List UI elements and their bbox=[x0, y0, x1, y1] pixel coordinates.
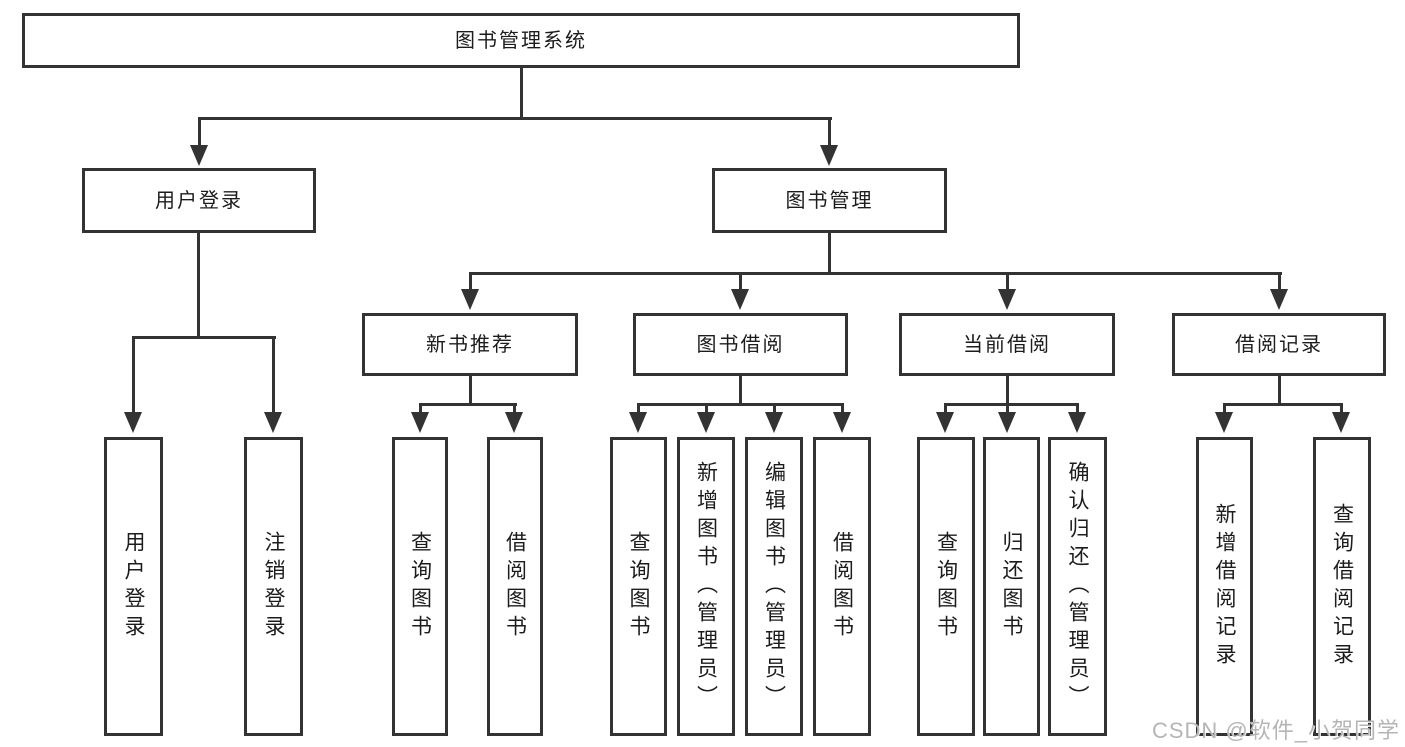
connector-line bbox=[841, 403, 844, 415]
connector-line bbox=[773, 403, 776, 415]
connector-line bbox=[944, 403, 947, 415]
connector-line bbox=[637, 403, 640, 415]
connector-line bbox=[828, 117, 831, 150]
connector-line bbox=[1223, 403, 1226, 415]
leaf-record-query: 查询借阅记录 bbox=[1313, 437, 1371, 736]
connector-line bbox=[272, 336, 275, 415]
leaf-borrow-book: 借阅图书 bbox=[813, 437, 871, 736]
leaf-newbook-query: 查询图书 bbox=[392, 437, 448, 736]
node-book-borrow: 图书借阅 bbox=[633, 313, 848, 376]
connector-line bbox=[419, 403, 517, 406]
arrowhead-down-icon bbox=[697, 412, 715, 433]
arrowhead-down-icon bbox=[461, 289, 479, 310]
node-current-borrow: 当前借阅 bbox=[899, 313, 1115, 376]
connector-line bbox=[705, 403, 708, 415]
node-root: 图书管理系统 bbox=[22, 13, 1020, 68]
connector-line bbox=[1223, 403, 1343, 406]
node-user-login: 用户登录 bbox=[82, 168, 316, 233]
leaf-user-login: 用户登录 bbox=[104, 437, 163, 736]
node-new-book-recommend: 新书推荐 bbox=[362, 313, 578, 376]
connector-line bbox=[1006, 272, 1009, 292]
connector-line bbox=[197, 232, 200, 337]
arrowhead-down-icon bbox=[1332, 412, 1350, 433]
arrowhead-down-icon bbox=[190, 145, 208, 166]
connector-line bbox=[198, 117, 832, 120]
connector-line bbox=[1278, 375, 1281, 405]
connector-line bbox=[469, 272, 1282, 275]
connector-line bbox=[132, 336, 276, 339]
connector-line bbox=[739, 375, 742, 405]
connector-line bbox=[513, 403, 516, 415]
connector-line bbox=[1340, 403, 1343, 415]
csdn-watermark: CSDN @软件_小贺同学 bbox=[1151, 718, 1400, 743]
arrowhead-down-icon bbox=[936, 412, 954, 433]
connector-line bbox=[1278, 272, 1281, 292]
connector-line bbox=[1006, 403, 1009, 415]
arrowhead-down-icon bbox=[765, 412, 783, 433]
arrowhead-down-icon bbox=[998, 289, 1016, 310]
connector-line bbox=[469, 375, 472, 405]
arrowhead-down-icon bbox=[629, 412, 647, 433]
arrowhead-down-icon bbox=[1215, 412, 1233, 433]
leaf-current-return: 归还图书 bbox=[983, 437, 1040, 736]
connector-line bbox=[132, 336, 135, 415]
connector-line bbox=[944, 403, 1079, 406]
arrowhead-down-icon bbox=[820, 145, 838, 166]
leaf-newbook-borrow: 借阅图书 bbox=[487, 437, 543, 736]
leaf-borrow-query: 查询图书 bbox=[610, 437, 667, 736]
arrowhead-down-icon bbox=[731, 289, 749, 310]
node-book-management: 图书管理 bbox=[712, 168, 947, 233]
leaf-borrow-edit-admin: 编辑图书（管理员） bbox=[745, 437, 803, 736]
node-borrow-records: 借阅记录 bbox=[1172, 313, 1386, 376]
arrowhead-down-icon bbox=[124, 412, 142, 433]
arrowhead-down-icon bbox=[833, 412, 851, 433]
connector-line bbox=[419, 403, 422, 415]
connector-line bbox=[637, 403, 844, 406]
connector-line bbox=[198, 117, 201, 150]
arrowhead-down-icon bbox=[505, 412, 523, 433]
leaf-current-query: 查询图书 bbox=[917, 437, 975, 736]
connector-line bbox=[1006, 375, 1009, 405]
arrowhead-down-icon bbox=[411, 412, 429, 433]
leaf-current-confirm-admin: 确认归还（管理员） bbox=[1048, 437, 1107, 736]
arrowhead-down-icon bbox=[264, 412, 282, 433]
connector-line bbox=[739, 272, 742, 292]
leaf-borrow-add-admin: 新增图书（管理员） bbox=[677, 437, 735, 736]
arrowhead-down-icon bbox=[1270, 289, 1288, 310]
connector-line bbox=[1076, 403, 1079, 415]
connector-line bbox=[828, 232, 831, 275]
connector-line bbox=[520, 67, 523, 118]
leaf-record-add: 新增借阅记录 bbox=[1196, 437, 1253, 736]
connector-line bbox=[469, 272, 472, 292]
arrowhead-down-icon bbox=[1068, 412, 1086, 433]
leaf-logout: 注销登录 bbox=[244, 437, 303, 736]
arrowhead-down-icon bbox=[998, 412, 1016, 433]
